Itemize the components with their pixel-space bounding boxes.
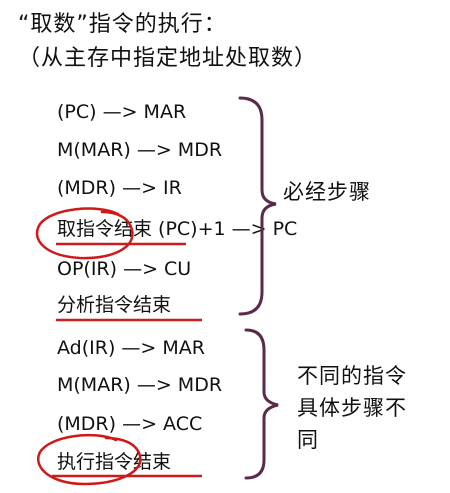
step-1: (PC) —> MAR	[57, 101, 187, 123]
step-3: (MDR) —> IR	[57, 177, 182, 199]
step-10: 执行指令结束	[57, 451, 172, 473]
title-line-1: “取数”指令的执行：	[18, 12, 227, 37]
brace-upper	[238, 96, 277, 316]
step-8: M(MAR) —> MDR	[57, 374, 223, 396]
step-6: 分析指令结束	[57, 294, 172, 316]
step-5: OP(IR) —> CU	[57, 258, 192, 280]
step-9: (MDR) —> ACC	[57, 413, 203, 435]
note-different-steps: 不同的指令具体步骤不同	[297, 364, 407, 452]
note-required-steps: 必经步骤	[283, 180, 371, 204]
step-4: 取指令结束 (PC)+1 —> PC	[57, 218, 298, 240]
title-line-2: （从主存中指定地址处取数）	[18, 46, 318, 71]
step-2: M(MAR) —> MDR	[57, 139, 223, 161]
step-7: Ad(IR) —> MAR	[57, 337, 205, 359]
brace-lower	[244, 328, 279, 480]
